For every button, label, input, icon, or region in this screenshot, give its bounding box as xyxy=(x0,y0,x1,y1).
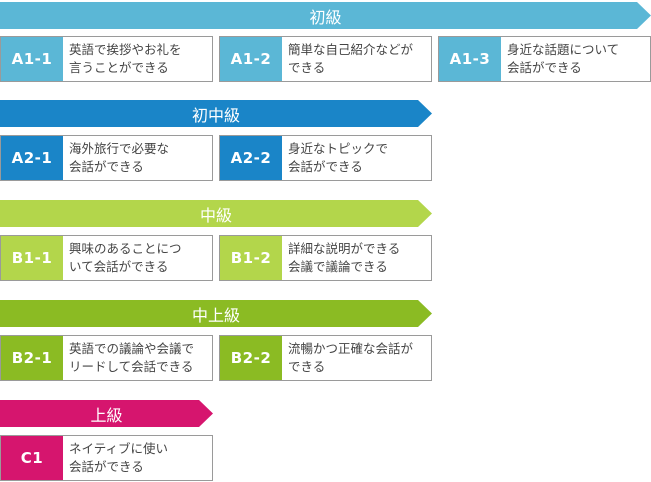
level-description: 興味のあることにつ いて会話ができる xyxy=(63,236,182,280)
level-code: C1 xyxy=(1,436,63,480)
level-card-a1-3: A1-3 身近な話題について 会話ができる xyxy=(438,36,651,82)
level-code: B2-2 xyxy=(220,336,282,380)
level-card-b2-2: B2-2 流暢かつ正確な会話が できる xyxy=(219,335,432,381)
description-line: 身近なトピックで xyxy=(288,141,389,156)
level-description: 身近なトピックで 会話ができる xyxy=(282,136,388,180)
level-label: 初中級 xyxy=(191,105,240,125)
level-banner-intermediate: 中級 xyxy=(0,200,432,227)
level-banner-lower-intermediate: 初中級 xyxy=(0,100,432,127)
level-card-b2-1: B2-1 英語での議論や会議で リードして会話できる xyxy=(0,335,213,381)
level-code: A1-1 xyxy=(1,37,63,81)
description-line: 興味のあることにつ xyxy=(69,241,182,256)
level-code: A1-2 xyxy=(220,37,282,81)
description-line: 簡単な自己紹介などが xyxy=(288,42,414,57)
level-card-a1-1: A1-1 英語で挨拶やお礼を 言うことができる xyxy=(0,36,213,82)
level-label: 中級 xyxy=(199,205,232,225)
description-line: リードして会話できる xyxy=(69,359,194,374)
description-line: 身近な話題について xyxy=(507,42,620,57)
level-card-a2-1: A2-1 海外旅行で必要な 会話ができる xyxy=(0,135,213,181)
level-description: 詳細な説明ができる 会議で議論できる xyxy=(282,236,400,280)
description-line: いて会話ができる xyxy=(69,259,169,274)
level-code: A1-3 xyxy=(439,37,501,81)
level-label: 上級 xyxy=(90,405,123,425)
level-label: 中上級 xyxy=(191,305,240,325)
level-banner-upper-intermediate: 中上級 xyxy=(0,300,432,327)
description-line: できる xyxy=(288,60,326,75)
level-card-b1-1: B1-1 興味のあることにつ いて会話ができる xyxy=(0,235,213,281)
level-description: 英語での議論や会議で リードして会話できる xyxy=(63,336,194,380)
description-line: 会議で議論できる xyxy=(288,259,388,274)
description-line: 会話ができる xyxy=(69,459,144,474)
level-code: B1-2 xyxy=(220,236,282,280)
description-line: 言うことができる xyxy=(69,60,169,75)
level-card-a2-2: A2-2 身近なトピックで 会話ができる xyxy=(219,135,432,181)
level-banner-advanced: 上級 xyxy=(0,400,213,427)
description-line: 英語での議論や会議で xyxy=(69,341,195,356)
description-line: ネイティブに使い xyxy=(69,441,169,456)
level-card-a1-2: A1-2 簡単な自己紹介などが できる xyxy=(219,36,432,82)
level-description: 海外旅行で必要な 会話ができる xyxy=(63,136,169,180)
level-code: A2-1 xyxy=(1,136,63,180)
description-line: 英語で挨拶やお礼を xyxy=(69,42,182,57)
description-line: できる xyxy=(288,359,326,374)
level-banner-beginner: 初級 xyxy=(0,2,651,29)
level-description: 簡単な自己紹介などが できる xyxy=(282,37,413,81)
level-code: B1-1 xyxy=(1,236,63,280)
level-code: A2-2 xyxy=(220,136,282,180)
level-code: B2-1 xyxy=(1,336,63,380)
level-description: 身近な話題について 会話ができる xyxy=(501,37,619,81)
description-line: 詳細な説明ができる xyxy=(288,241,401,256)
level-label: 初級 xyxy=(309,7,342,27)
description-line: 会話ができる xyxy=(507,60,582,75)
description-line: 会話ができる xyxy=(288,159,363,174)
level-card-c1: C1 ネイティブに使い 会話ができる xyxy=(0,435,213,481)
level-description: ネイティブに使い 会話ができる xyxy=(63,436,168,480)
description-line: 流暢かつ正確な会話が xyxy=(288,341,414,356)
description-line: 海外旅行で必要な xyxy=(69,141,170,156)
level-card-b1-2: B1-2 詳細な説明ができる 会議で議論できる xyxy=(219,235,432,281)
description-line: 会話ができる xyxy=(69,159,144,174)
level-description: 英語で挨拶やお礼を 言うことができる xyxy=(63,37,182,81)
level-description: 流暢かつ正確な会話が できる xyxy=(282,336,413,380)
